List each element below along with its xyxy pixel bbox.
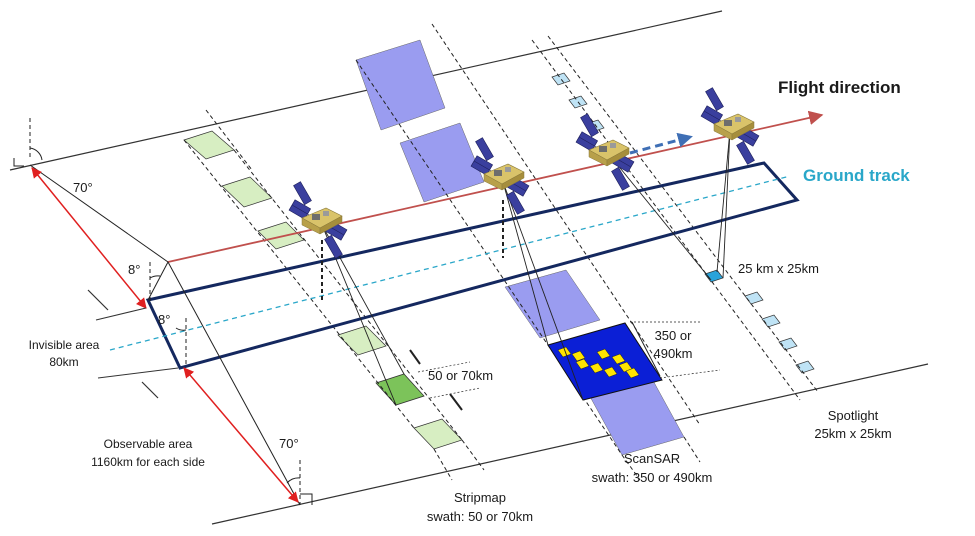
- scansar-label-line1: ScanSAR: [623, 451, 681, 466]
- tile-size-label: 25 km x 25km: [738, 261, 819, 276]
- observable-area-label-line2: 1160km for each side: [91, 455, 205, 469]
- angle-70-lower-label: 70°: [279, 436, 299, 451]
- scansar-cells: [557, 346, 640, 379]
- ground-track-line: [109, 175, 791, 351]
- angle-8-upper-label: 8°: [128, 262, 141, 277]
- invisible-area-label-line1: Invisible area: [28, 338, 100, 352]
- flight-direction-label: Flight direction: [778, 78, 901, 97]
- satellite-icon: [700, 87, 760, 165]
- scansar-label-line2: swath: 350 or 490km: [591, 470, 713, 485]
- ground-track-label: Ground track: [803, 166, 910, 185]
- satellite-icon: [575, 113, 635, 191]
- ground-track-box: [145, 161, 800, 370]
- observable-area-label-line1: Observable area: [103, 437, 193, 451]
- stripmap-label-line1: Stripmap: [453, 490, 507, 505]
- scansar-active-block: [547, 322, 663, 401]
- stripmap-active-tile: [375, 373, 425, 406]
- stripmap-width-label: 50 or 70km: [428, 368, 494, 383]
- angle-8-lower-label: 8°: [158, 312, 171, 327]
- dashed-motion-arrow-icon: [629, 132, 693, 155]
- lower-boundary-line: [211, 363, 929, 525]
- orbit-line: [167, 110, 824, 263]
- scansar-width-label-line1: 350 or: [654, 328, 692, 343]
- observable-arrow-upper: [31, 167, 147, 309]
- observable-arrow-lower: [183, 367, 299, 503]
- invisible-area-label-line2: 80km: [49, 355, 79, 369]
- stripmap-label-line2: swath: 50 or 70km: [426, 509, 534, 524]
- scansar-tiles: [355, 39, 685, 456]
- satellite-icon: [288, 181, 348, 259]
- spotlight-label-line1: Spotlight: [827, 408, 879, 423]
- angle-70-upper-label: 70°: [73, 180, 93, 195]
- spotlight-label-line2: 25km x 25km: [814, 426, 892, 441]
- upper-boundary-line: [9, 10, 723, 171]
- scansar-width-label-line2: 490km: [653, 346, 693, 361]
